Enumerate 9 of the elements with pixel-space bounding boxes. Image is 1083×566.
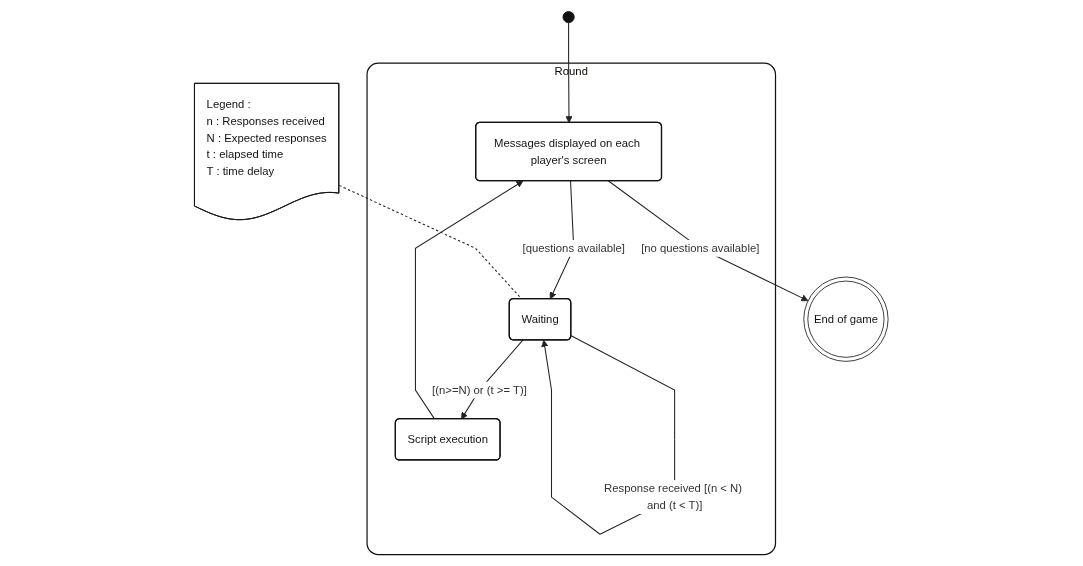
edge-label: Response received [(n < N) and (t < T)] xyxy=(604,481,743,512)
connector xyxy=(338,184,523,300)
edge-label: [no questions available] xyxy=(641,241,760,255)
node-circle xyxy=(562,11,575,24)
edge-label: [questions available] xyxy=(522,241,626,255)
arrow xyxy=(565,22,573,124)
arrow xyxy=(608,180,809,302)
edge-label: [(n>=N) or (t >= T)] xyxy=(432,383,527,397)
node-circle: End of game xyxy=(803,276,889,362)
